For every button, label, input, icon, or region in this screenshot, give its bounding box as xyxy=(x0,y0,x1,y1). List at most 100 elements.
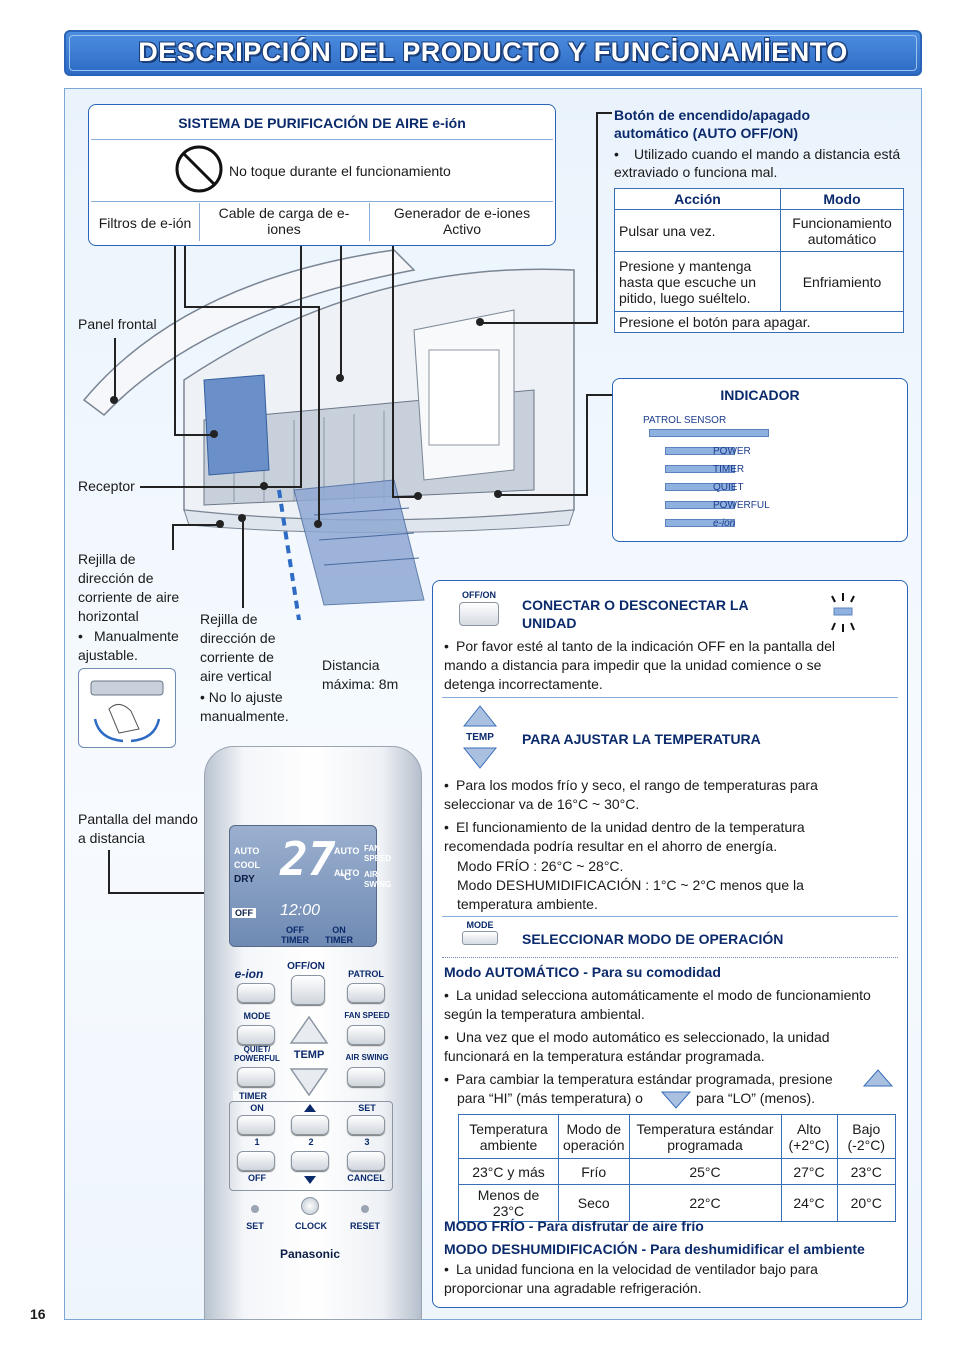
lcd-air-swing: AIR SWING xyxy=(364,870,392,889)
table-header: Temperatura ambiente xyxy=(458,1114,559,1159)
offon-button[interactable] xyxy=(291,975,325,1005)
table-header-action: Acción xyxy=(614,188,781,210)
quiet-powerful-button-label: QUIET/ POWERFUL xyxy=(234,1045,280,1063)
table-cell: 27°C xyxy=(780,1158,838,1185)
timer-set-label: SET xyxy=(358,1103,376,1113)
table-cell: 24°C xyxy=(780,1184,838,1222)
on-timer-label: ON TIMER xyxy=(325,925,353,945)
blinking-indicator-icon xyxy=(831,593,855,632)
quiet-label: QUIET xyxy=(713,482,744,493)
temp-title: PARA AJUSTAR LA TEMPERATURA xyxy=(522,731,761,747)
table-cell: Frío xyxy=(558,1158,630,1185)
eion-indicator-label: e-ion xyxy=(713,518,736,529)
auto-mode-heading: Modo AUTOMÁTICO - Para su comodidad xyxy=(444,964,721,980)
timer-label-3: 3 xyxy=(364,1137,370,1147)
mode-button[interactable] xyxy=(237,1025,275,1045)
lcd-auto-fan: AUTO xyxy=(334,846,360,856)
mode-title: SELECCIONAR MODO DE OPERACIÓN xyxy=(522,931,784,947)
eion-button[interactable] xyxy=(237,983,275,1003)
horizontal-louver-note: •Manualmente ajustable. xyxy=(78,628,179,663)
table-header-mode: Modo xyxy=(780,188,904,210)
temp-bullet-1: •Para los modos frío y seco, el rango de… xyxy=(444,777,818,812)
table-cell: Enfriamiento xyxy=(780,251,904,312)
lcd-cool: COOL xyxy=(234,860,260,870)
timer-on-button[interactable] xyxy=(237,1115,275,1135)
table-cell: 22°C xyxy=(628,1184,782,1222)
temp-down-button[interactable] xyxy=(289,1065,329,1099)
lcd-dry: DRY xyxy=(234,874,255,885)
eion-system-box: SISTEMA DE PURIFICACIÓN DE AIRE e-ión No… xyxy=(88,104,556,246)
offon-button-label: OFF/ON xyxy=(287,961,325,972)
table-header: Modo de operación xyxy=(558,1114,630,1159)
mode-button-icon: MODE xyxy=(460,920,500,945)
power-label: POWER xyxy=(713,446,751,457)
page-title: DESCRIPCIÓN DEL PRODUCTO Y FUNCİONAMİENT… xyxy=(138,37,848,67)
auto-bullet-3-hi: para “HI” (más temperatura) o xyxy=(457,1090,643,1106)
timer-cancel-button[interactable] xyxy=(347,1151,385,1171)
patrol-sensor-label: PATROL SENSOR xyxy=(643,415,727,426)
powerful-indicator xyxy=(665,501,735,509)
temp-up-button[interactable] xyxy=(289,1013,329,1047)
timer-off-button[interactable] xyxy=(237,1151,275,1171)
lcd-fan-speed: FAN SPEED xyxy=(364,844,392,863)
fan-speed-button[interactable] xyxy=(347,1025,385,1045)
front-panel-label: Panel frontal xyxy=(78,316,157,332)
auto-button-note: •Utilizado cuando el mando a distancia e… xyxy=(614,146,901,180)
power-indicator xyxy=(665,447,735,455)
offon-button-icon: OFF/ON xyxy=(454,590,504,630)
timer-label-2: 2 xyxy=(308,1137,314,1147)
vertical-louver-label: Rejilla de dirección de corriente de air… xyxy=(200,611,276,684)
auto-button-table: Acción Modo Pulsar una vez. Funcionamien… xyxy=(614,188,904,333)
mode-temperature-table: Temperatura ambiente Modo de operación T… xyxy=(458,1114,896,1222)
patrol-button[interactable] xyxy=(347,983,385,1003)
table-footer: Presione el botón para apagar. xyxy=(614,311,904,333)
no-touch-warning: No toque durante el funcionamiento xyxy=(229,163,451,179)
temp-icon-label: TEMP xyxy=(466,732,494,743)
patrol-sensor-bar xyxy=(649,429,769,437)
auto-bullet-3: •Para cambiar la temperatura estándar pr… xyxy=(444,1071,833,1087)
eion-indicator xyxy=(665,519,735,527)
table-header: Temperatura estándar programada xyxy=(628,1114,782,1159)
auto-bullet-2: •Una vez que el modo automático es selec… xyxy=(444,1029,830,1064)
table-header: Alto (+2°C) xyxy=(780,1114,838,1159)
lcd-off: OFF xyxy=(232,908,256,918)
indicator-box: INDICADOR PATROL SENSOR POWER TIMER QUIE… xyxy=(612,378,908,542)
timer-down-button[interactable] xyxy=(291,1151,329,1171)
clock-button[interactable] xyxy=(301,1197,319,1215)
receiver-label: Receptor xyxy=(78,478,135,494)
clock-label: CLOCK xyxy=(295,1221,327,1231)
timer-off-label: OFF xyxy=(248,1173,266,1183)
temp-button-label: TEMP xyxy=(293,1049,325,1061)
table-cell: Pulsar una vez. xyxy=(614,209,781,252)
table-cell: 25°C xyxy=(628,1158,782,1185)
air-swing-button[interactable] xyxy=(347,1067,385,1087)
eion-generator-label: Generador de e-iones Activo xyxy=(393,205,531,237)
table-cell: Funcionamiento automático xyxy=(780,209,904,252)
table-cell: 23°C y más xyxy=(458,1158,559,1185)
max-distance-label: Distancia máxima: 8m xyxy=(322,657,399,692)
air-conditioner-illustration xyxy=(82,249,575,620)
onoff-title: CONECTAR O DESCONECTAR LA UNIDAD xyxy=(522,597,749,631)
timer-up-arrow-icon xyxy=(304,1104,316,1112)
auto-bullet-1: •La unidad selecciona automáticamente el… xyxy=(444,987,871,1022)
timer-on-label: ON xyxy=(250,1103,264,1113)
indicator-title: INDICADOR xyxy=(720,387,800,403)
timer-cancel-label: CANCEL xyxy=(347,1173,385,1183)
timer-set-button[interactable] xyxy=(347,1115,385,1135)
no-touch-icon xyxy=(175,145,223,193)
timer-panel-label: TIMER xyxy=(233,1091,273,1101)
timer-up-button[interactable] xyxy=(291,1115,329,1135)
set-button[interactable] xyxy=(251,1205,259,1213)
quiet-powerful-button[interactable] xyxy=(237,1067,275,1087)
brand-logo: Panasonic xyxy=(279,1247,341,1261)
auto-button-title: Botón de encendido/apagado automático (A… xyxy=(614,107,811,141)
lcd-auto-swing: AUTO xyxy=(334,868,360,878)
table-cell: Presione y mantenga hasta que escuche un… xyxy=(614,251,781,312)
dry-bullet-1: •La unidad funciona en la velocidad de v… xyxy=(444,1261,818,1296)
temp-up-icon xyxy=(862,1069,894,1087)
cool-mode-heading: MODO FRÍO - Para disfrutar de aire frío xyxy=(444,1218,704,1234)
timer-panel xyxy=(229,1101,393,1191)
hand-adjust-icon xyxy=(90,680,164,743)
page-title-bar: DESCRIPCIÓN DEL PRODUCTO Y FUNCİONAMİENT… xyxy=(64,30,922,76)
reset-button[interactable] xyxy=(361,1205,369,1213)
